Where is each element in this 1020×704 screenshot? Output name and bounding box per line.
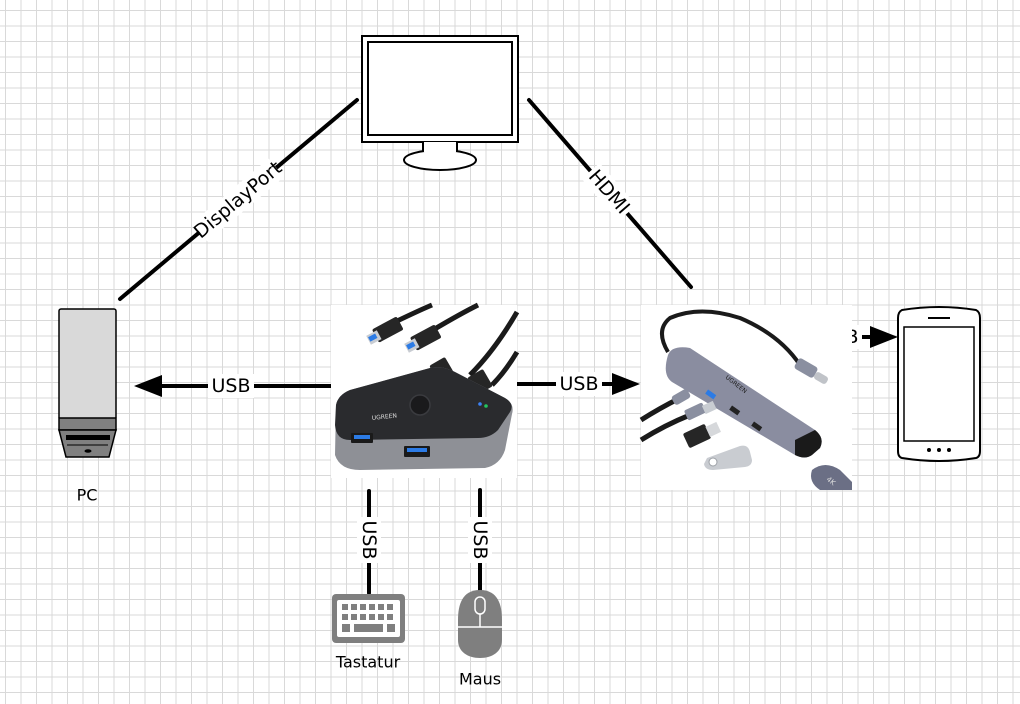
mouse-label: Maus	[459, 670, 501, 689]
arrowhead-right-icon	[612, 373, 640, 395]
displayport-label: DisplayPort	[190, 157, 287, 243]
connection-hdmi: HDMI	[527, 98, 693, 289]
pc-label: PC	[77, 486, 98, 505]
connection-switch-hub: USB	[515, 372, 640, 396]
monitor-icon	[361, 35, 519, 171]
hdmi-label: HDMI	[584, 166, 634, 219]
connection-switch-keyboard: USB	[357, 489, 381, 595]
switch-brand: UGREEN	[371, 412, 397, 422]
arrowhead-left-icon	[134, 375, 162, 397]
usb-label-keyboard: USB	[358, 520, 380, 559]
usb-c-hub-image: UGREEN 4K	[639, 305, 852, 490]
usb-label-mouse: USB	[469, 520, 491, 559]
usb-switch-image: UGREEN	[331, 302, 520, 478]
connection-switch-pc: USB	[134, 374, 334, 398]
mouse-icon	[458, 590, 502, 658]
connection-switch-mouse: USB	[468, 488, 492, 592]
connection-displayport: DisplayPort	[118, 98, 359, 301]
keyboard-label: Tastatur	[335, 653, 401, 672]
usb-label-pc: USB	[211, 375, 250, 397]
keyboard-icon	[332, 594, 405, 643]
usb-label-hub: USB	[559, 373, 598, 395]
arrowhead-right-icon	[870, 326, 898, 348]
smartphone-icon	[897, 306, 981, 462]
pc-tower-icon	[58, 308, 117, 458]
